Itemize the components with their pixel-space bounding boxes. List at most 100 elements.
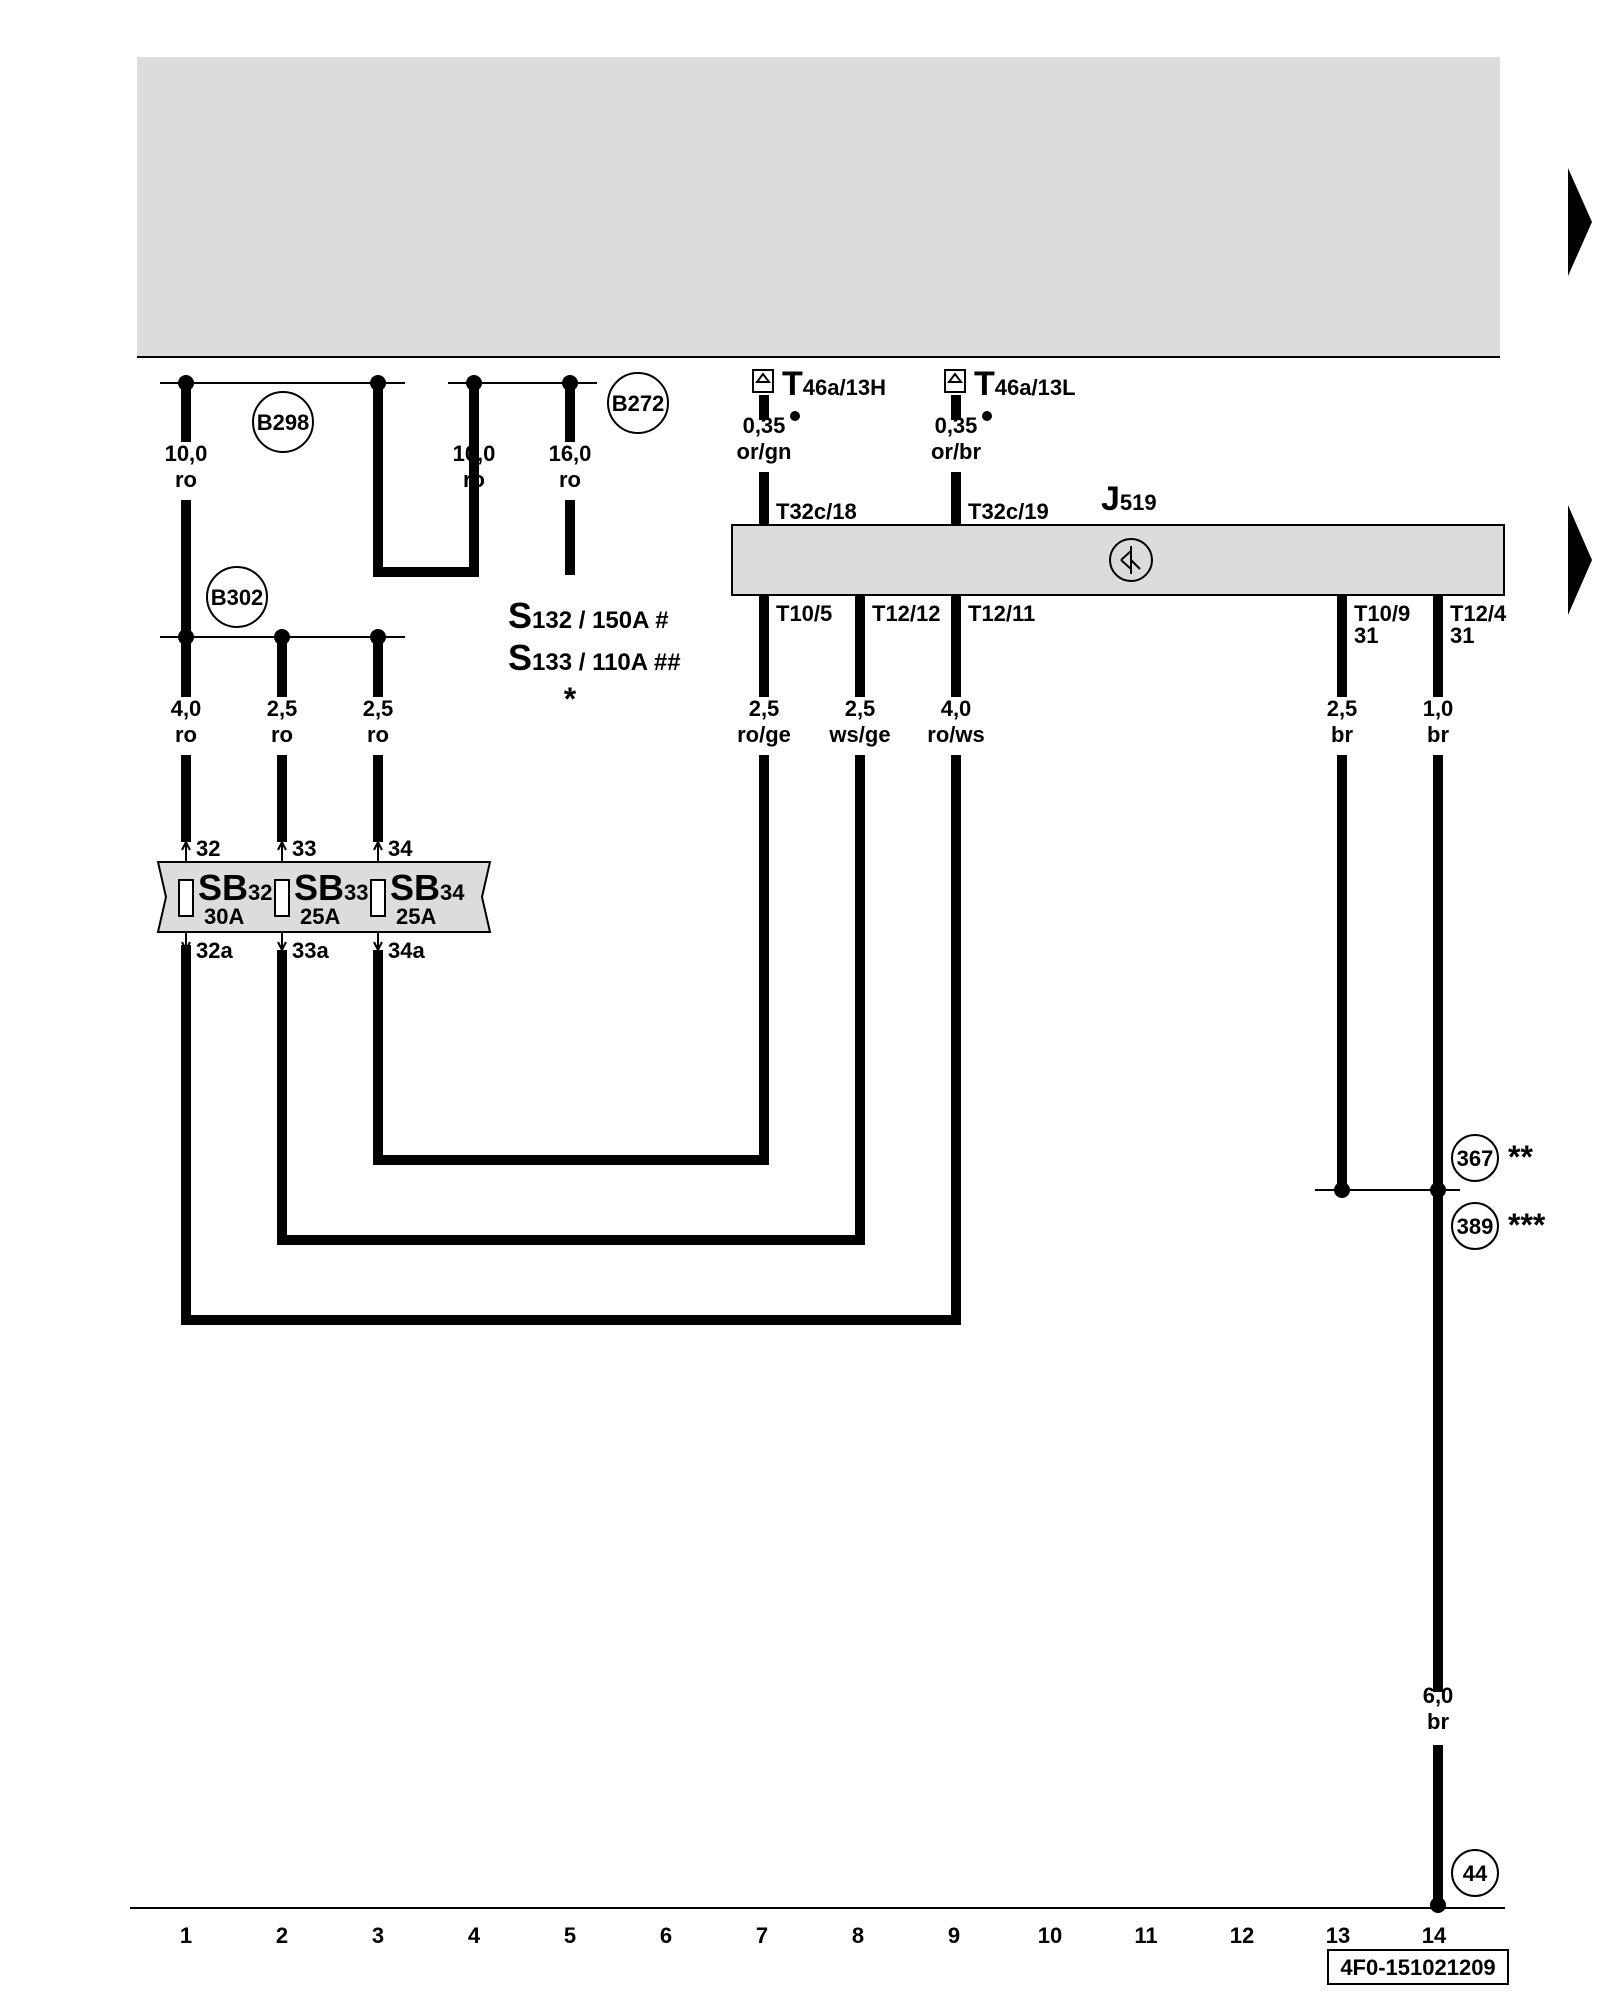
wire-gauge-label: 10,0: [165, 441, 208, 466]
wire-gauge-label: 0,35: [743, 413, 786, 438]
connector-t12-4-pin: 31: [1450, 623, 1474, 648]
connector-t32c-18: T32c/18: [776, 499, 857, 524]
wire-color-label: or/gn: [737, 439, 792, 464]
connector-t12-11: T12/11: [968, 601, 1035, 626]
grid-column-number: 2: [276, 1923, 288, 1948]
ref-circle-367[interactable]: [1451, 1134, 1499, 1182]
fuse-input-pin: 32: [196, 836, 220, 861]
wire-gauge-label: 2,5: [363, 696, 394, 721]
grid-column-number: 8: [852, 1923, 864, 1948]
wire-color-label: ro: [367, 722, 389, 747]
ref-circle-b298[interactable]: [252, 391, 314, 453]
grid-column-number: 12: [1230, 1923, 1254, 1948]
wire-color-label: ro/ws: [927, 722, 984, 747]
fuse-label-s133: S133 / 110A ##: [508, 637, 681, 678]
wire-color-label: br: [1427, 1709, 1449, 1734]
control-unit-j519[interactable]: [731, 524, 1505, 596]
fuse-output-pin: 32a: [196, 938, 233, 963]
ref-circle-b302[interactable]: [206, 566, 268, 628]
wire-color-label: ro: [271, 722, 293, 747]
wire-gauge-label: 4,0: [941, 696, 972, 721]
splice-point: [1430, 1897, 1446, 1913]
fuse-note-asterisk: *: [564, 681, 577, 717]
wire-color-label: ro: [175, 722, 197, 747]
wire-gauge-label: 6,0: [1423, 1683, 1454, 1708]
splice-point: [1334, 1182, 1350, 1198]
splice-point: [1430, 1182, 1446, 1198]
wire-color-label: br: [1427, 722, 1449, 747]
connector-t32c-19: T32c/19: [968, 499, 1049, 524]
connector-t46a-13h: T46a/13H: [782, 365, 886, 403]
wire-gauge-label: 16,0: [549, 441, 592, 466]
ref-label-44: 44: [1463, 1861, 1488, 1886]
wire-3-return[interactable]: [373, 755, 769, 1165]
grid-column-number: 14: [1422, 1923, 1447, 1948]
fuse-output-pin: 33a: [292, 938, 329, 963]
fuse-label-s132: S132 / 150A #: [508, 595, 669, 636]
grid-column-number: 4: [468, 1923, 481, 1948]
connector-t12-12: T12/12: [872, 601, 941, 626]
wire-gauge-label: 2,5: [845, 696, 876, 721]
ref-label-367: 367: [1457, 1146, 1494, 1171]
document-id-box: [1327, 1949, 1509, 1985]
fuse-label-sb: SB33: [294, 867, 369, 908]
wire-color-label: ro: [175, 467, 197, 492]
fuse-input-pin: 34: [388, 836, 413, 861]
fuse-body-icon: [178, 879, 386, 917]
ground-symbol-icon: [1120, 550, 1132, 561]
continuation-panel: [137, 57, 1500, 357]
ref-label-389: 389: [1457, 1214, 1494, 1239]
connector-t46a-13l: T46a/13L: [974, 365, 1076, 403]
ref-note-389: ***: [1508, 1207, 1546, 1243]
can-connector-icon: [752, 369, 966, 393]
wire-gauge-label: 0,35: [935, 413, 978, 438]
grid-column-number: 13: [1326, 1923, 1350, 1948]
fuse-rating: 30A: [204, 904, 244, 929]
fuse-carrier-sb: [156, 861, 492, 933]
grid-column-number: 1: [180, 1923, 192, 1948]
document-id: 4F0-151021209: [1340, 1955, 1495, 1980]
fuse-rating: 25A: [396, 904, 436, 929]
pin-arrow-icon: [759, 505, 1443, 617]
grid-column-number: 3: [372, 1923, 384, 1948]
next-page-arrow-icon[interactable]: [1568, 168, 1592, 276]
component-label-j519: J519: [1101, 480, 1157, 518]
ground-symbol-icon: [1109, 538, 1153, 582]
next-page-arrow-icon[interactable]: [1568, 505, 1592, 615]
connector-t12-4: T12/4: [1450, 601, 1507, 626]
wire-color-label: ro/ge: [737, 722, 791, 747]
wire-color-label: or/br: [931, 439, 982, 464]
ref-circle-b272[interactable]: [607, 372, 669, 434]
grid-column-number: 7: [756, 1923, 768, 1948]
fuse-pin-arrow-icon: [181, 839, 383, 953]
wire-color-label: ro: [559, 467, 581, 492]
ref-label-b298: B298: [257, 410, 310, 435]
ref-circle-44[interactable]: [1451, 1849, 1499, 1897]
grid-column-number: 10: [1038, 1923, 1062, 1948]
wire-2-return[interactable]: [277, 755, 865, 1245]
wire-color-label: ws/ge: [828, 722, 890, 747]
wire-gauge-label: 2,5: [267, 696, 298, 721]
wire-1-return[interactable]: [181, 755, 961, 1325]
connector-t10-9-pin: 31: [1354, 623, 1378, 648]
wire-color-label: ro: [463, 467, 485, 492]
ref-circle-389[interactable]: [1451, 1202, 1499, 1250]
twisted-pair-dot: [790, 411, 800, 421]
grid-column-number: 6: [660, 1923, 672, 1948]
twisted-pair-dot: [982, 411, 992, 421]
wire-gauge-label: 1,0: [1423, 696, 1454, 721]
wire-3-4-loop[interactable]: [373, 383, 479, 577]
wire-gauge-label: 10,0: [453, 441, 496, 466]
fuse-label-sb: SB34: [390, 867, 465, 908]
ref-note-367: **: [1508, 1139, 1533, 1175]
fuse-output-pin: 34a: [388, 938, 425, 963]
ground-symbol-icon: [1130, 559, 1141, 570]
ground-symbol-icon: [1120, 559, 1132, 570]
wire-color-label: br: [1331, 722, 1353, 747]
connector-t10-5: T10/5: [776, 601, 832, 626]
wire-gauge-label: 2,5: [1327, 696, 1358, 721]
grid-column-number: 5: [564, 1923, 576, 1948]
fuse-rating: 25A: [300, 904, 340, 929]
fuse-label-sb: SB32: [198, 867, 273, 908]
